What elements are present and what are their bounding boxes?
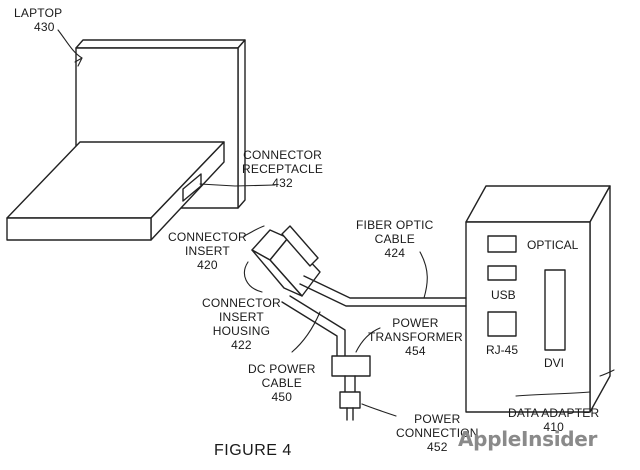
appleinsider-watermark: AppleInsider bbox=[458, 427, 597, 451]
label-power-transformer-line2: TRANSFORMER bbox=[368, 330, 463, 344]
label-fiber-optic-cable: FIBER OPTIC CABLE 424 bbox=[356, 218, 434, 260]
power-transformer-drawing bbox=[332, 356, 370, 376]
label-data-adapter-name: DATA ADAPTER bbox=[508, 406, 599, 420]
label-connector-receptacle: CONNECTOR RECEPTACLE 432 bbox=[242, 148, 323, 190]
label-dc-power-line2: CABLE bbox=[248, 376, 316, 390]
label-power-transformer: POWER TRANSFORMER 454 bbox=[368, 316, 463, 358]
label-connector-insert-line2: INSERT bbox=[168, 244, 247, 258]
label-fiber-optic-ref: 424 bbox=[356, 246, 434, 260]
label-laptop-name: LAPTOP bbox=[14, 6, 62, 20]
label-housing-line2: INSERT bbox=[202, 310, 281, 324]
label-dc-power-line1: DC POWER bbox=[248, 362, 316, 376]
label-housing-line3: HOUSING bbox=[202, 324, 281, 338]
port-label-rj45: RJ-45 bbox=[486, 343, 518, 357]
label-dc-power-cable: DC POWER CABLE 450 bbox=[248, 362, 316, 404]
label-connector-insert: CONNECTOR INSERT 420 bbox=[168, 230, 247, 272]
label-connector-insert-housing: CONNECTOR INSERT HOUSING 422 bbox=[202, 296, 281, 352]
label-fiber-optic-line2: CABLE bbox=[356, 232, 434, 246]
label-laptop-ref: 430 bbox=[14, 20, 62, 34]
power-connection-drawing bbox=[340, 392, 360, 408]
label-power-transformer-ref: 454 bbox=[368, 344, 463, 358]
port-label-usb: USB bbox=[491, 288, 516, 302]
label-fiber-optic-line1: FIBER OPTIC bbox=[356, 218, 434, 232]
connector-insert-drawing bbox=[252, 226, 320, 296]
label-connector-receptacle-line1: CONNECTOR bbox=[242, 148, 323, 162]
label-housing-ref: 422 bbox=[202, 338, 281, 352]
data-adapter-drawing bbox=[466, 186, 610, 412]
label-connector-insert-ref: 420 bbox=[168, 258, 247, 272]
label-laptop: LAPTOP 430 bbox=[14, 6, 62, 34]
label-connector-insert-line1: CONNECTOR bbox=[168, 230, 247, 244]
fiber-optic-cable-drawing bbox=[300, 276, 466, 306]
figure-caption: FIGURE 4 bbox=[214, 442, 292, 460]
laptop-drawing bbox=[7, 40, 245, 240]
label-dc-power-ref: 450 bbox=[248, 390, 316, 404]
port-label-dvi: DVI bbox=[544, 356, 564, 370]
label-power-transformer-line1: POWER bbox=[368, 316, 463, 330]
label-connector-receptacle-ref: 432 bbox=[242, 176, 323, 190]
port-label-optical: OPTICAL bbox=[527, 238, 578, 252]
label-housing-line1: CONNECTOR bbox=[202, 296, 281, 310]
label-connector-receptacle-line2: RECEPTACLE bbox=[242, 162, 323, 176]
label-power-connection-line1: POWER bbox=[396, 412, 479, 426]
